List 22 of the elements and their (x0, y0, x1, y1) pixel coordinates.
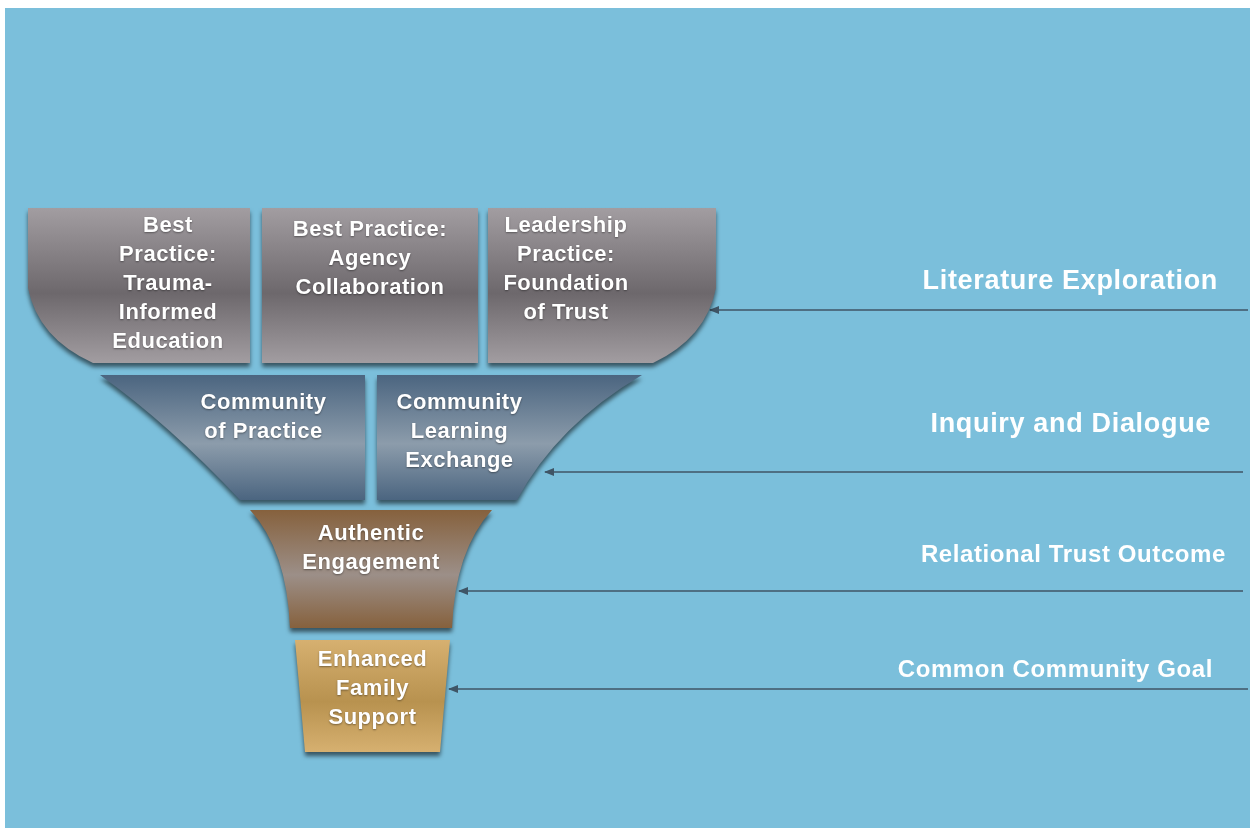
stage-label: Inquiry and Dialogue (930, 407, 1211, 440)
arrow (448, 685, 1249, 693)
practice-box (28, 208, 250, 365)
tier-label: Enhanced Family Support (316, 645, 429, 731)
funnel-tier (100, 375, 365, 500)
practice-box (262, 208, 478, 365)
stage-label: Common Community Goal (897, 654, 1213, 684)
tier-label: Community Learning Exchange (395, 388, 524, 474)
tier-label: Leadership Practice: Foundation of Trust (502, 211, 630, 326)
tier-label: Best Practice: Trauma-Informed Education (111, 211, 225, 355)
tier-label: Best Practice: Agency Collaboration (291, 215, 449, 301)
practice-box (488, 208, 716, 365)
arrow (458, 587, 1244, 595)
funnel-tier (295, 640, 450, 752)
stage-label: Relational Trust Outcome (920, 539, 1226, 569)
tier-label: Authentic Engagement (301, 519, 441, 576)
arrow (544, 468, 1244, 476)
tier-label: Community of Practice (199, 388, 328, 445)
arrow (709, 306, 1249, 314)
stage-label: Literature Exploration (922, 264, 1218, 297)
funnel-tier (250, 510, 492, 628)
funnel-tier (377, 375, 642, 500)
